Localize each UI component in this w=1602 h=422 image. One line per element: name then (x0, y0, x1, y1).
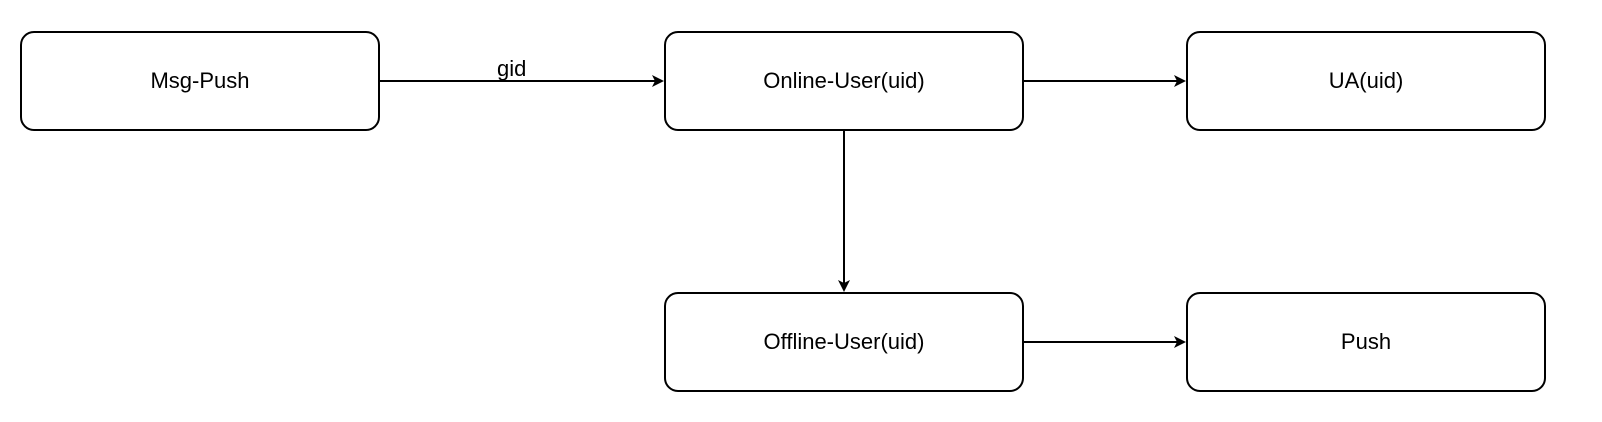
node-label: Push (1340, 329, 1392, 354)
node-label: UA(uid) (1328, 68, 1404, 93)
node-label: Online-User(uid) (763, 68, 925, 93)
node-ua[interactable]: UA(uid) (1186, 31, 1546, 131)
edge-label-gid: gid (497, 56, 527, 81)
node-online-user[interactable]: Online-User(uid) (664, 31, 1024, 131)
node-label: Offline-User(uid) (763, 329, 925, 354)
node-label: Msg-Push (150, 68, 250, 93)
node-push[interactable]: Push (1186, 292, 1546, 392)
node-msg-push[interactable]: Msg-Push (20, 31, 380, 131)
node-offline-user[interactable]: Offline-User(uid) (664, 292, 1024, 392)
